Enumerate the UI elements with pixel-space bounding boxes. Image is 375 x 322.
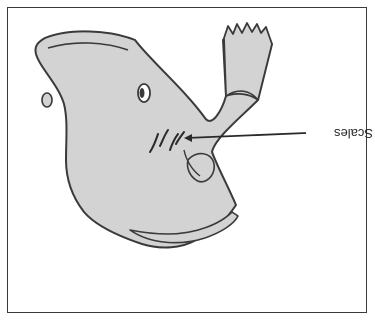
pupil [140, 88, 145, 98]
tail-fin [224, 23, 272, 100]
scales-label: Scales [309, 121, 373, 145]
snout-knob [42, 93, 52, 107]
